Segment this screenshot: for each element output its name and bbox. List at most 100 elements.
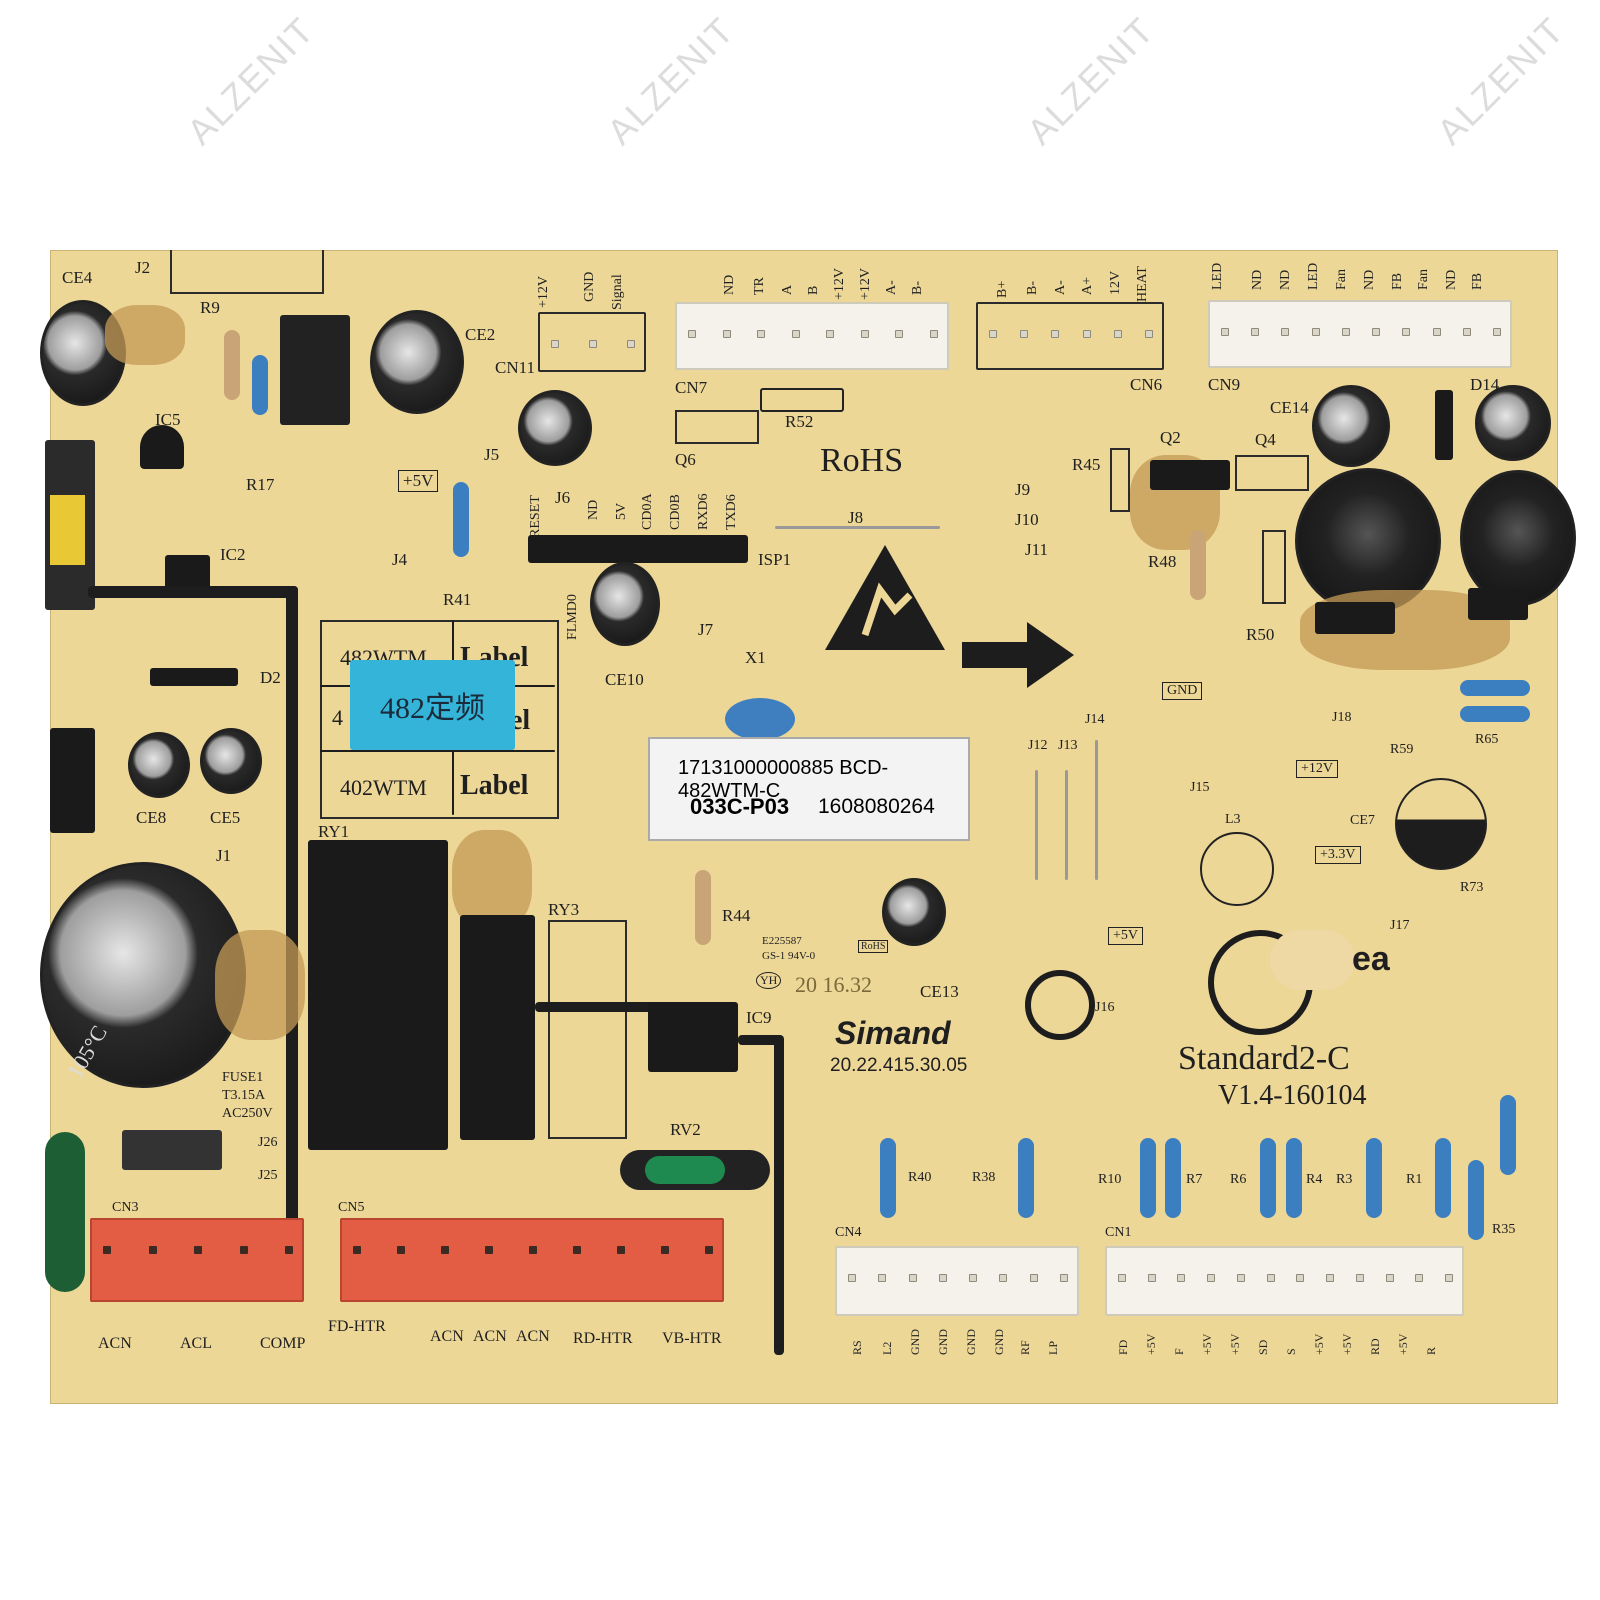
isp-header[interactable] bbox=[528, 535, 748, 563]
isp-pin-label: ND bbox=[586, 499, 601, 520]
cn9-pin-label: LED bbox=[1210, 262, 1225, 290]
cn6-pin-label: B+ bbox=[995, 280, 1010, 298]
ref-plus33v: +3.3V bbox=[1315, 846, 1361, 864]
ref-r59: R59 bbox=[1390, 742, 1414, 757]
cn7-pin-label: A- bbox=[884, 280, 899, 295]
resistor bbox=[453, 482, 469, 557]
connector-pin bbox=[1372, 328, 1381, 336]
resistor bbox=[1018, 1138, 1034, 1218]
ref-cn5: CN5 bbox=[338, 1200, 365, 1215]
connector-pin bbox=[1118, 1274, 1126, 1282]
cn1-pin-label: +5V bbox=[1228, 1333, 1242, 1355]
resistor bbox=[1190, 530, 1206, 600]
connector-pin bbox=[1236, 1274, 1245, 1282]
ref-ce2: CE2 bbox=[465, 325, 496, 344]
connector-cn4[interactable] bbox=[835, 1246, 1079, 1316]
isp-pin-label: RXD6 bbox=[696, 493, 711, 530]
capacitor bbox=[518, 390, 592, 466]
cn9-pin-label: ND bbox=[1278, 269, 1293, 290]
relay-ry3-outline bbox=[548, 920, 627, 1139]
cn7-pin-label: A bbox=[780, 284, 795, 295]
connector-pin bbox=[989, 330, 997, 338]
connector-pin bbox=[848, 1274, 856, 1282]
connector-pin bbox=[353, 1246, 361, 1254]
ref-isp1: ISP1 bbox=[758, 550, 792, 569]
label-line2b: 1608080264 bbox=[818, 795, 935, 818]
connector-pin bbox=[1177, 1274, 1186, 1282]
cn1-pin-label: S bbox=[1284, 1348, 1298, 1355]
connector-cn1[interactable] bbox=[1105, 1246, 1464, 1316]
connector-pin bbox=[239, 1246, 248, 1254]
diode bbox=[1435, 390, 1453, 460]
connector-pin bbox=[705, 1246, 713, 1254]
ref-r4: R4 bbox=[1306, 1172, 1323, 1187]
connector-pin bbox=[1113, 330, 1122, 338]
cn5-label: ACN bbox=[516, 1328, 550, 1345]
connector-pin bbox=[895, 330, 904, 338]
ul-rohs: RoHS bbox=[858, 940, 889, 953]
voltage-regulator bbox=[280, 315, 350, 425]
connector-cn6[interactable] bbox=[976, 302, 1164, 370]
connector-pin bbox=[878, 1274, 887, 1282]
connector-cn9[interactable] bbox=[1208, 300, 1512, 368]
watermark: ALZENIT bbox=[1428, 8, 1573, 153]
silk-outline bbox=[170, 250, 324, 294]
capacitor bbox=[40, 862, 246, 1088]
connector-cn3[interactable] bbox=[90, 1218, 304, 1302]
ref-plus12v: +12V bbox=[1296, 760, 1339, 778]
label-line2a: 033C-P03 bbox=[690, 794, 790, 819]
connector-pin bbox=[573, 1246, 581, 1254]
connector-pin bbox=[1082, 330, 1091, 338]
cn3-label: ACL bbox=[180, 1335, 212, 1352]
ref-ce7: CE7 bbox=[1350, 813, 1375, 828]
cn4-pin-label: RS bbox=[850, 1340, 864, 1355]
ref-r48: R48 bbox=[1148, 552, 1177, 571]
ref-j5: J5 bbox=[484, 445, 500, 464]
label-line1: 17131000000885 BCD-482WTM-C bbox=[678, 757, 889, 802]
cn4-pin-label: RF bbox=[1018, 1340, 1032, 1355]
connector-pin bbox=[529, 1246, 537, 1254]
cn5-label: FD-HTR bbox=[328, 1318, 386, 1335]
connector-pin bbox=[1029, 1274, 1038, 1282]
resistor bbox=[252, 355, 268, 415]
model-table bbox=[320, 620, 559, 819]
ref-j16: J16 bbox=[1095, 1000, 1115, 1015]
arrow-right-icon bbox=[962, 622, 1074, 688]
ref-plus5v: +5V bbox=[398, 470, 439, 492]
cn5-label: VB-HTR bbox=[662, 1330, 722, 1347]
cn1-pin-label: FD bbox=[1116, 1339, 1130, 1355]
ref-ce5: CE5 bbox=[210, 808, 241, 827]
connector-pin bbox=[148, 1246, 157, 1254]
ref-cn6: CN6 bbox=[1130, 375, 1163, 394]
connector-pin bbox=[908, 1274, 917, 1282]
ref-q6: Q6 bbox=[675, 450, 696, 469]
transistor-q6 bbox=[675, 410, 759, 444]
ref-cn1: CN1 bbox=[1105, 1225, 1132, 1240]
ref-j2: J2 bbox=[135, 258, 151, 277]
connector-pin bbox=[1296, 1274, 1305, 1282]
model-cell: el bbox=[510, 705, 531, 736]
connector-pin bbox=[1326, 1274, 1335, 1282]
pcb-trace bbox=[774, 1035, 784, 1355]
transformer-tape bbox=[50, 495, 85, 565]
cn9-pin-label: FB bbox=[1470, 272, 1485, 290]
connector-cn7[interactable] bbox=[675, 302, 949, 370]
ref-r9: R9 bbox=[200, 298, 220, 317]
connector-pin bbox=[1221, 328, 1229, 336]
jumper-wire bbox=[1095, 740, 1098, 880]
ref-r17: R17 bbox=[246, 475, 275, 494]
cn1-pin-label: +5V bbox=[1144, 1333, 1158, 1355]
cn7-pin-label: B bbox=[806, 285, 821, 295]
cn6-pin-label: A- bbox=[1053, 280, 1068, 295]
cn9-pin-label: Fan bbox=[1334, 269, 1349, 290]
capacitor bbox=[370, 310, 464, 414]
ref-j26: J26 bbox=[258, 1135, 278, 1150]
cn5-label: RD-HTR bbox=[573, 1330, 633, 1347]
connector-cn5[interactable] bbox=[340, 1218, 724, 1302]
resistor bbox=[224, 330, 240, 400]
connector-pin bbox=[485, 1246, 493, 1254]
connector-cn11[interactable] bbox=[538, 312, 646, 372]
connector-pin bbox=[1341, 328, 1350, 336]
glue bbox=[105, 305, 185, 365]
connector-pin bbox=[627, 340, 635, 348]
